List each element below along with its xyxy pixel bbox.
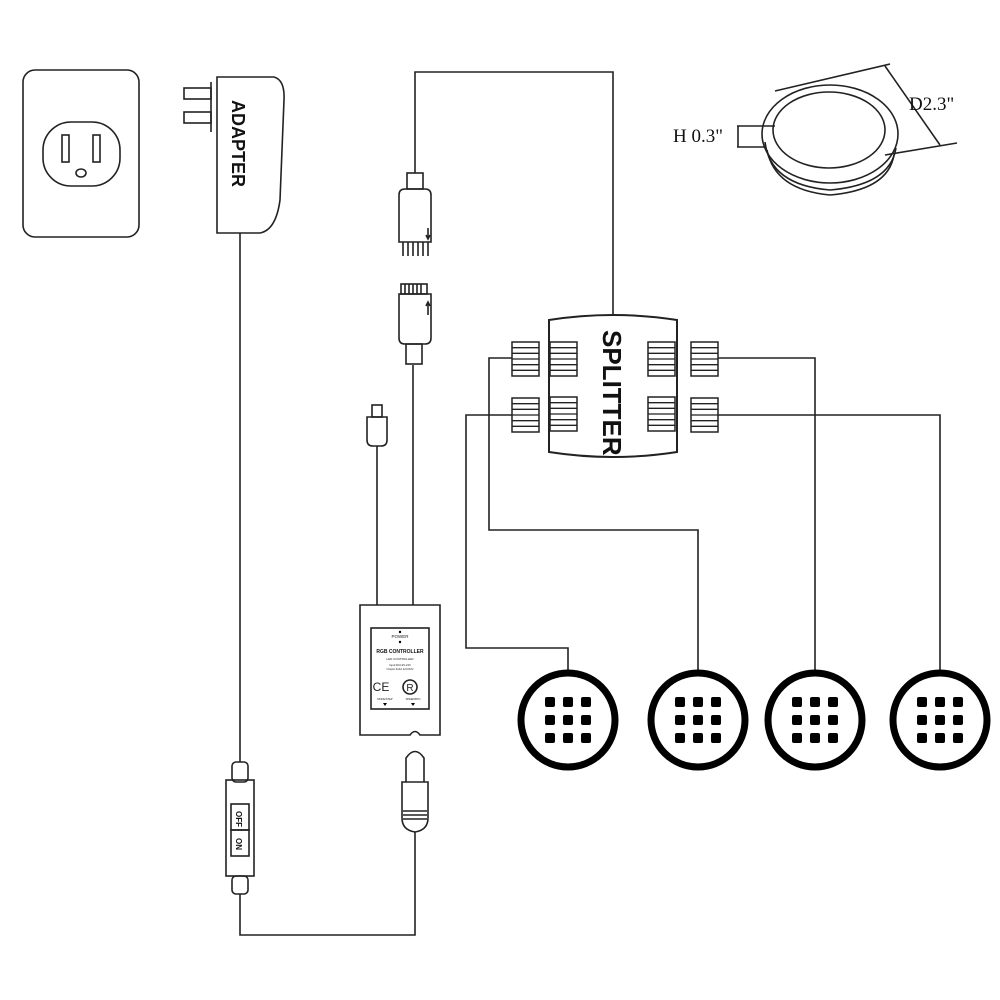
led-chip <box>711 715 721 725</box>
led-chip <box>953 715 963 725</box>
puck-light-1 <box>517 669 619 771</box>
led-chip <box>545 733 555 743</box>
splitter-cable-3 <box>718 357 816 672</box>
led-chip <box>953 733 963 743</box>
splitter-cable-2 <box>465 414 569 672</box>
led-chip <box>792 697 802 707</box>
led-chip <box>693 715 703 725</box>
led-chip <box>545 697 555 707</box>
led-chip <box>711 697 721 707</box>
led-chip <box>563 733 573 743</box>
controller-note-2: Output:3x4A 12V/24V <box>387 667 414 671</box>
splitter-ports <box>511 341 719 433</box>
switch-on-label[interactable]: ON <box>234 838 243 850</box>
led-chip <box>810 715 820 725</box>
puck-light-3 <box>764 669 866 771</box>
led-chip <box>693 733 703 743</box>
splitter-socket-3 <box>647 341 676 377</box>
height-dimension-label: H 0.3" <box>673 126 723 147</box>
adapter-label: ADAPTER <box>228 100 248 187</box>
led-chip <box>917 733 927 743</box>
splitter-plug-4 <box>690 397 719 433</box>
switch-to-controller-cable <box>239 832 416 936</box>
inline-switch: OFF ON <box>225 761 255 895</box>
connector-female <box>398 172 432 256</box>
led-chip <box>693 697 703 707</box>
led-chip <box>675 697 685 707</box>
power-adapter: ADAPTER <box>183 76 285 234</box>
led-chip <box>810 697 820 707</box>
wall-outlet <box>22 69 140 238</box>
led-chip <box>545 715 555 725</box>
led-chip <box>828 697 838 707</box>
r-mark: R <box>406 683 413 694</box>
led-chip <box>828 715 838 725</box>
puck-light-4 <box>889 669 991 771</box>
connector-to-splitter-cable <box>414 71 614 316</box>
splitter-label: SPLITTER <box>597 330 627 456</box>
controller-title: RGB CONTROLLER <box>376 649 424 655</box>
led-chip <box>917 715 927 725</box>
puck-light-2 <box>647 669 749 771</box>
splitter-hub: SPLITTER <box>548 314 678 458</box>
controller-note-1: Input:DC12V-24V <box>389 663 411 667</box>
led-chip <box>563 697 573 707</box>
led-chip <box>581 715 591 725</box>
led-chip <box>917 697 927 707</box>
puck-dimension-drawing: H 0.3" D2.3" <box>673 63 958 196</box>
puck-lights <box>517 669 991 771</box>
ir-receiver <box>366 404 388 605</box>
rgb-controller: POWER RGB CONTROLLER LED CONTROLLER Inpu… <box>359 604 441 736</box>
mode-step-button[interactable]: MODE/STEP <box>377 697 393 701</box>
dc-barrel-plug <box>401 750 429 833</box>
led-chip <box>935 733 945 743</box>
splitter-socket-4 <box>647 396 676 432</box>
led-chip <box>935 697 945 707</box>
diameter-dimension-label: D2.3" <box>909 94 954 115</box>
led-chip <box>563 715 573 725</box>
led-chip <box>935 715 945 725</box>
controller-power-label: POWER <box>391 634 409 639</box>
splitter-socket-1 <box>549 341 578 377</box>
led-chip <box>675 715 685 725</box>
switch-off-label[interactable]: OFF <box>234 811 243 827</box>
led-chip <box>675 733 685 743</box>
led-chip <box>581 733 591 743</box>
led-chip <box>581 697 591 707</box>
led-chip <box>792 733 802 743</box>
splitter-socket-2 <box>549 396 578 432</box>
connector-male <box>398 283 432 365</box>
controller-subtitle: LED CONTROLLER <box>386 657 414 661</box>
led-chip <box>953 697 963 707</box>
splitter-plug-3 <box>690 341 719 377</box>
led-chip <box>711 733 721 743</box>
led-chip <box>828 733 838 743</box>
speed-button[interactable]: SPEED/BTN <box>406 697 421 701</box>
led-chip <box>792 715 802 725</box>
splitter-cable-1 <box>488 357 699 672</box>
led-chip <box>810 733 820 743</box>
splitter-plug-2 <box>511 397 540 433</box>
splitter-cable-4 <box>718 414 941 672</box>
splitter-plug-1 <box>511 341 540 377</box>
ce-mark: CE <box>373 680 390 694</box>
